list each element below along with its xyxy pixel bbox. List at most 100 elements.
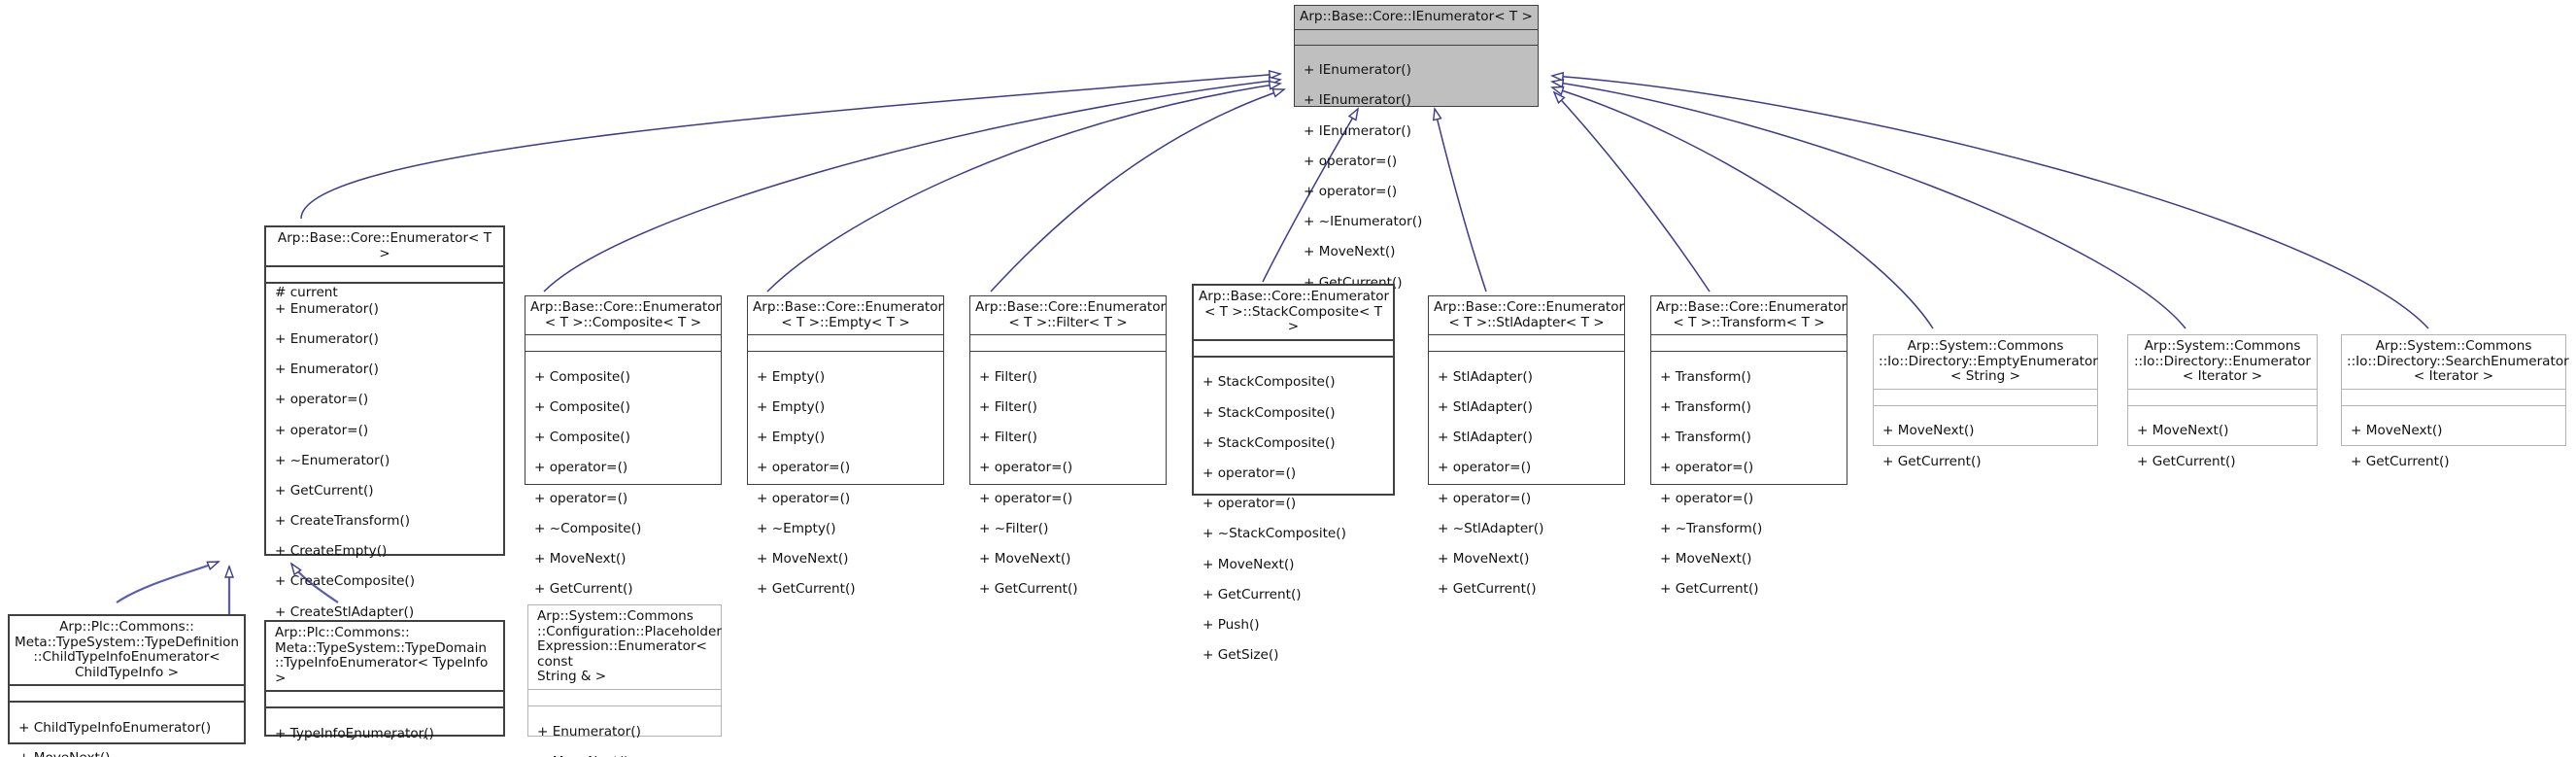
operation: + operator=() bbox=[534, 460, 628, 476]
class-node-empty[interactable]: Arp::Base::Core::Enumerator < T >::Empty… bbox=[747, 295, 944, 597]
operation: + StlAdapter() bbox=[1438, 368, 1533, 385]
operation: + operator=() bbox=[979, 460, 1073, 476]
class-operations: + MoveNext() + GetCurrent() bbox=[2128, 406, 2317, 489]
operation: + MoveNext() bbox=[1203, 556, 1295, 572]
operation: + MoveNext() bbox=[979, 550, 1071, 567]
class-title: Arp::System::Commons ::Io::Directory::Em… bbox=[1874, 335, 2098, 390]
operation: + IEnumerator() bbox=[1304, 122, 1411, 139]
class-attributes bbox=[970, 335, 1166, 353]
operation: + IEnumerator() bbox=[1304, 62, 1411, 79]
operation: + operator=() bbox=[1203, 465, 1297, 481]
operation: + ~StackComposite() bbox=[1203, 526, 1346, 542]
operation: + Empty() bbox=[757, 368, 826, 385]
operation: + MoveNext() bbox=[1304, 244, 1396, 260]
operation: + MoveNext() bbox=[18, 751, 239, 757]
class-node-directory-searchenumerator[interactable]: Arp::System::Commons ::Io::Directory::Se… bbox=[2341, 334, 2569, 468]
operation: + IEnumerator() bbox=[1304, 92, 1411, 109]
operation: + MoveNext() bbox=[2351, 423, 2443, 439]
operation: + ~Enumerator() bbox=[275, 452, 390, 468]
operation: + MoveNext() bbox=[757, 550, 849, 567]
class-node-childtypeinfoenumerator[interactable]: Arp::Plc::Commons:: Meta::TypeSystem::Ty… bbox=[8, 614, 246, 757]
operation: + TypeInfoEnumerator() bbox=[275, 725, 434, 741]
operation: + GetCurrent() bbox=[979, 581, 1078, 598]
class-node-stackcomposite[interactable]: Arp::Base::Core::Enumerator < T >::Stack… bbox=[1192, 284, 1395, 663]
class-attributes bbox=[528, 690, 721, 706]
class-node-ienumerator[interactable]: Arp::Base::Core::IEnumerator< T > + IEnu… bbox=[1294, 5, 1539, 290]
class-node-placeholderexpression-enumerator[interactable]: Arp::System::Commons ::Configuration::Pl… bbox=[527, 604, 722, 757]
operation: + Composite() bbox=[534, 398, 630, 415]
operation: + operator=() bbox=[1304, 153, 1398, 169]
class-attributes bbox=[1429, 335, 1624, 353]
operation: + operator=() bbox=[1438, 460, 1532, 476]
class-node-typeinfoenumerator[interactable]: Arp::Plc::Commons:: Meta::TypeSystem::Ty… bbox=[264, 620, 505, 757]
class-node-transform[interactable]: Arp::Base::Core::Enumerator < T >::Trans… bbox=[1650, 295, 1847, 597]
operation: + operator=() bbox=[979, 490, 1073, 506]
operation: + Composite() bbox=[534, 368, 630, 385]
operation: + ~Composite() bbox=[534, 520, 642, 536]
class-operations: + Transform() + Transform() + Transform(… bbox=[1651, 352, 1847, 616]
operation: + MoveNext() bbox=[1660, 550, 1752, 567]
operation: + operator=() bbox=[1660, 490, 1754, 506]
class-node-composite[interactable]: Arp::Base::Core::Enumerator < T >::Compo… bbox=[525, 295, 722, 597]
operation: + GetCurrent() bbox=[2137, 453, 2236, 469]
class-title: Arp::Base::Core::Enumerator < T >::Filte… bbox=[970, 296, 1166, 336]
operation: + MoveNext() bbox=[2137, 423, 2229, 439]
operation: + GetCurrent() bbox=[1882, 453, 1982, 469]
operation: + ~IEnumerator() bbox=[1304, 214, 1423, 230]
class-node-enumerator[interactable]: Arp::Base::Core::Enumerator< T > # curre… bbox=[264, 225, 505, 757]
operation: + StackComposite() bbox=[1203, 374, 1336, 391]
class-title: Arp::Base::Core::Enumerator< T > bbox=[266, 227, 503, 268]
operation: + operator=() bbox=[275, 422, 369, 438]
operation: + GetSize() bbox=[1203, 647, 1279, 664]
class-attributes bbox=[1194, 341, 1393, 358]
class-attributes bbox=[266, 692, 503, 709]
operation: + MoveNext() bbox=[534, 550, 627, 567]
operation: + CreateComposite() bbox=[275, 573, 416, 590]
class-operations: + Empty() + Empty() + Empty() + operator… bbox=[748, 352, 943, 616]
class-operations: + TypeInfoEnumerator() + MoveNext() bbox=[266, 708, 503, 757]
operation: + Transform() bbox=[1660, 430, 1751, 446]
operation: + ~Empty() bbox=[757, 520, 836, 536]
operation: + GetCurrent() bbox=[2351, 453, 2450, 469]
class-operations: + IEnumerator() + IEnumerator() + IEnume… bbox=[1295, 46, 1538, 310]
class-attributes bbox=[1874, 390, 2097, 406]
operation: + MoveNext() bbox=[537, 754, 716, 757]
operation: + GetCurrent() bbox=[1660, 581, 1759, 598]
class-title: Arp::System::Commons ::Configuration::Pl… bbox=[528, 605, 722, 690]
operation: + Push() bbox=[1203, 616, 1260, 633]
operation: + operator=() bbox=[1203, 496, 1297, 512]
operation: + Filter() bbox=[979, 430, 1037, 446]
class-title: Arp::System::Commons ::Io::Directory::Se… bbox=[2342, 335, 2569, 390]
class-operations: + Enumerator() + MoveNext() + IsCurrentB… bbox=[528, 706, 721, 757]
class-title: Arp::Plc::Commons:: Meta::TypeSystem::Ty… bbox=[266, 622, 503, 693]
class-operations: + MoveNext() + GetCurrent() bbox=[2342, 406, 2565, 489]
class-attributes bbox=[1295, 30, 1538, 46]
class-operations: + StackComposite() + StackComposite() + … bbox=[1194, 358, 1393, 682]
operation: + operator=() bbox=[275, 392, 369, 408]
operation: + GetCurrent() bbox=[275, 482, 374, 499]
class-attributes bbox=[748, 335, 943, 353]
class-node-stladapter[interactable]: Arp::Base::Core::Enumerator < T >::StlAd… bbox=[1428, 295, 1625, 597]
class-operations: + Composite() + Composite() + Composite(… bbox=[525, 352, 721, 616]
class-node-filter[interactable]: Arp::Base::Core::Enumerator < T >::Filte… bbox=[969, 295, 1167, 597]
operation: + ~Filter() bbox=[979, 520, 1049, 536]
class-attributes: # current bbox=[266, 267, 503, 299]
class-operations: + StlAdapter() + StlAdapter() + StlAdapt… bbox=[1429, 352, 1624, 616]
class-node-directory-emptyenumerator[interactable]: Arp::System::Commons ::Io::Directory::Em… bbox=[1873, 334, 2098, 468]
class-title: Arp::Base::Core::IEnumerator< T > bbox=[1295, 6, 1538, 30]
operation: + operator=() bbox=[1660, 460, 1754, 476]
operation: + operator=() bbox=[1304, 183, 1398, 199]
class-attributes bbox=[2342, 390, 2565, 406]
class-node-directory-enumerator[interactable]: Arp::System::Commons ::Io::Directory::En… bbox=[2127, 334, 2318, 468]
operation: + operator=() bbox=[1438, 490, 1532, 506]
operation: + Composite() bbox=[534, 430, 630, 446]
operation: + Filter() bbox=[979, 368, 1037, 385]
operation: + GetCurrent() bbox=[534, 581, 633, 598]
operation: + Enumerator() bbox=[275, 330, 379, 347]
operation: + Transform() bbox=[1660, 368, 1751, 385]
operation: + ~Transform() bbox=[1660, 520, 1763, 536]
class-title: Arp::Plc::Commons:: Meta::TypeSystem::Ty… bbox=[10, 616, 244, 687]
operation: + Enumerator() bbox=[537, 723, 641, 740]
operation: + CreateEmpty() bbox=[275, 543, 388, 560]
